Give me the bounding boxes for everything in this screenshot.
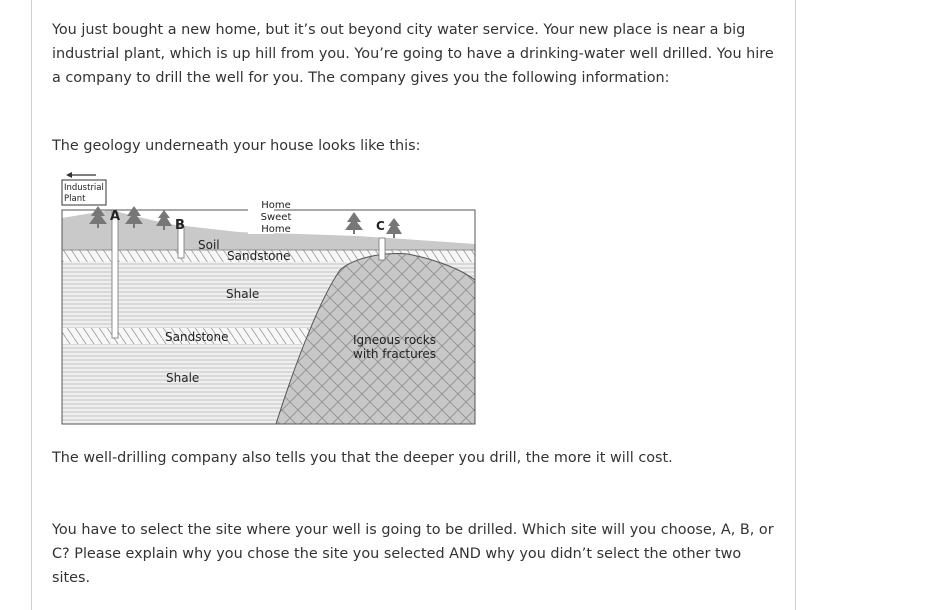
home-label-3: Home [261, 224, 291, 235]
upper-shale-label: Shale [226, 287, 259, 301]
well-c [379, 238, 385, 260]
upper-sandstone-label: Sandstone [227, 249, 290, 263]
lower-shale-label: Shale [166, 371, 199, 385]
lower-sandstone-label: Sandstone [165, 330, 228, 344]
geology-caption: The geology underneath your house looks … [52, 134, 777, 158]
geology-diagram: Industrial Plant Home Sweet Home A B C S… [58, 170, 478, 428]
cost-note: The well-drilling company also tells you… [52, 446, 777, 470]
site-c-label: C [376, 219, 385, 233]
intro-paragraph: You just bought a new home, but it’s out… [52, 18, 777, 90]
industrial-label: Industrial [64, 183, 104, 193]
site-b-label: B [175, 218, 185, 233]
well-a [112, 212, 118, 338]
plant-label: Plant [64, 194, 86, 204]
task-question: You have to select the site where your w… [52, 518, 777, 590]
site-a-label: A [110, 209, 120, 224]
home-sign: Home Sweet Home [248, 190, 291, 235]
home-label-2: Sweet [261, 212, 292, 223]
igneous-label-2: with fractures [353, 347, 436, 361]
igneous-label-1: Igneous rocks [353, 333, 436, 347]
home-label-1: Home [261, 200, 291, 211]
soil-label: Soil [198, 238, 220, 252]
